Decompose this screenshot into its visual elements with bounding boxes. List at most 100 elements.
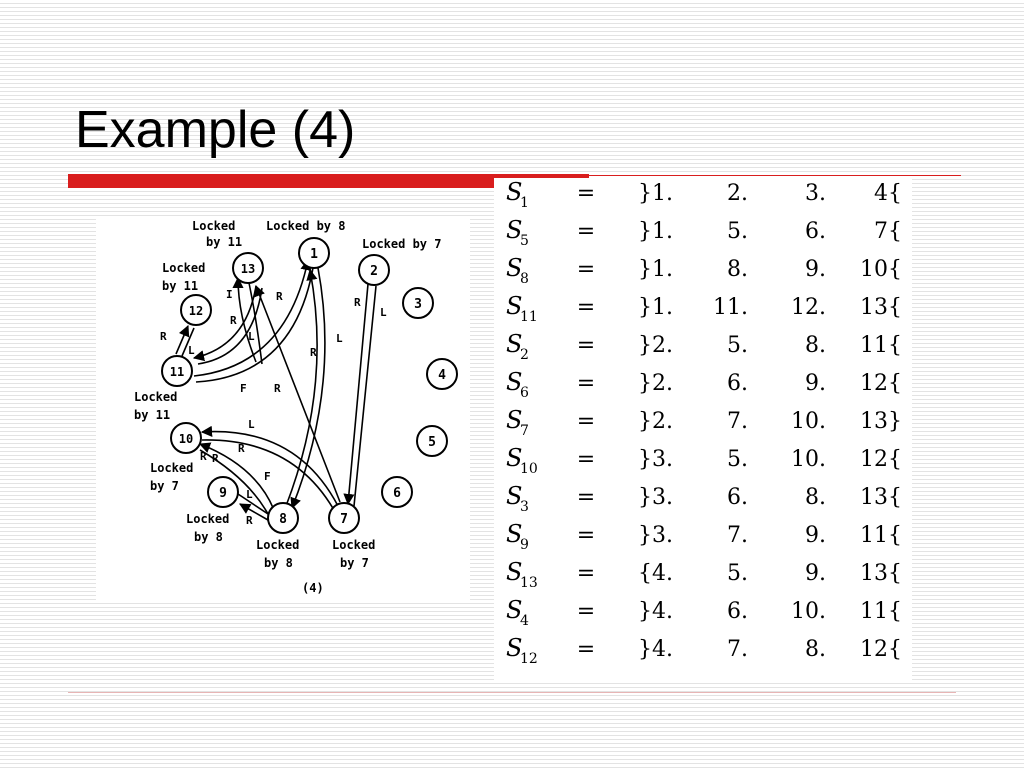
equals-sign: = bbox=[577, 637, 595, 662]
set-element-4: 13{ bbox=[860, 561, 902, 586]
set-element-1: }2. bbox=[638, 371, 673, 396]
set-element-1: }4. bbox=[638, 599, 673, 624]
set-element-2: 7. bbox=[727, 637, 748, 662]
set-element-2: 6. bbox=[727, 371, 748, 396]
set-symbol: S bbox=[506, 596, 522, 624]
set-row: S8=}1.8.9.10{ bbox=[506, 254, 902, 287]
node-4: 4 bbox=[426, 358, 458, 390]
svg-text:13: 13 bbox=[241, 262, 255, 276]
set-element-1: }1. bbox=[638, 295, 673, 320]
set-element-3: 6. bbox=[805, 219, 826, 244]
set-element-2: 8. bbox=[727, 257, 748, 282]
set-element-4: 13{ bbox=[860, 485, 902, 510]
label-locked-by-8-left-b: by 8 bbox=[194, 530, 223, 544]
edge-letter: L bbox=[336, 332, 343, 345]
set-row: S11 = }1. 11. 12. 13{ bbox=[506, 292, 902, 325]
set-element-2: 7. bbox=[727, 409, 748, 434]
edge-13-7 bbox=[254, 284, 341, 503]
set-element-1: }1. bbox=[638, 257, 673, 282]
node-12: 12 bbox=[180, 294, 212, 326]
label-locked-by-7-left-b: by 7 bbox=[150, 479, 179, 493]
set-subscript: 11 bbox=[520, 309, 538, 325]
set-row: S3=}3.6.8.13{ bbox=[506, 482, 902, 515]
svg-text:2: 2 bbox=[370, 264, 378, 279]
edge-8-9-b bbox=[237, 493, 269, 515]
edge-letter: R bbox=[200, 450, 207, 463]
edge-letters: I R R L R R L R L R L F R L R R F L R bbox=[160, 288, 387, 527]
set-element-1: }3. bbox=[638, 523, 673, 548]
node-11: 11 bbox=[161, 355, 193, 387]
set-element-3: 8. bbox=[805, 485, 826, 510]
svg-text:8: 8 bbox=[279, 512, 287, 527]
set-element-4: 13} bbox=[860, 409, 902, 434]
set-element-3: 10. bbox=[791, 599, 826, 624]
set-symbol: S bbox=[506, 292, 522, 320]
set-symbol: S bbox=[506, 254, 522, 282]
set-subscript: 1 bbox=[520, 195, 529, 211]
set-element-3: 12. bbox=[791, 295, 826, 320]
set-symbol: S bbox=[506, 444, 522, 472]
edge-letter: L bbox=[380, 306, 387, 319]
edge-letter: F bbox=[240, 382, 247, 395]
label-locked-by-11-mid-a: Locked bbox=[162, 261, 205, 275]
set-element-2: 5. bbox=[727, 447, 748, 472]
edge-letter: R bbox=[246, 514, 253, 527]
label-locked-by-8-top: Locked by 8 bbox=[266, 219, 345, 233]
edge-letter: R bbox=[230, 314, 237, 327]
graph-edges bbox=[175, 258, 377, 521]
lock-graph-figure: 1 2 3 4 5 6 7 8 9 10 11 12 13 Locked by … bbox=[96, 216, 470, 602]
equals-sign: = bbox=[577, 257, 595, 282]
set-element-1: }2. bbox=[638, 333, 673, 358]
equals-sign: = bbox=[577, 295, 595, 320]
edge-11-13-b bbox=[247, 277, 263, 365]
set-element-2: 6. bbox=[727, 599, 748, 624]
edge-10-8-a bbox=[198, 442, 275, 511]
set-subscript: 13 bbox=[520, 575, 538, 591]
title-underline-thin bbox=[589, 175, 961, 176]
set-element-2: 7. bbox=[727, 523, 748, 548]
label-locked-by-11-mid-b: by 11 bbox=[162, 279, 198, 293]
node-3: 3 bbox=[402, 287, 434, 319]
set-element-3: 10. bbox=[791, 409, 826, 434]
set-subscript: 7 bbox=[520, 423, 529, 439]
edge-letter: R bbox=[212, 452, 219, 465]
equals-sign: = bbox=[577, 485, 595, 510]
edge-11-12-b bbox=[181, 327, 195, 357]
label-locked-by-7-bottom-a: Locked bbox=[332, 538, 375, 552]
set-element-2: 2. bbox=[727, 181, 748, 206]
edge-2-7-b bbox=[353, 285, 377, 507]
edge-letter: F bbox=[264, 470, 271, 483]
set-element-4: 7{ bbox=[874, 219, 902, 244]
node-6: 6 bbox=[381, 476, 413, 508]
edge-10-8-b bbox=[199, 449, 269, 515]
label-locked-by-7-bottom-b: by 7 bbox=[340, 556, 369, 570]
label-locked-by-8-bottom-a: Locked bbox=[256, 538, 299, 552]
set-symbol: S bbox=[506, 520, 522, 548]
equals-sign: = bbox=[577, 523, 595, 548]
set-element-1: }2. bbox=[638, 409, 673, 434]
set-element-3: 3. bbox=[805, 181, 826, 206]
set-element-4: 11{ bbox=[860, 333, 902, 358]
edge-letter: L bbox=[248, 418, 255, 431]
svg-text:7: 7 bbox=[340, 512, 348, 527]
edge-11-1-b bbox=[195, 261, 315, 383]
set-element-4: 12{ bbox=[860, 447, 902, 472]
set-subscript: 8 bbox=[520, 271, 529, 287]
set-element-3: 9. bbox=[805, 371, 826, 396]
svg-text:4: 4 bbox=[438, 368, 446, 383]
set-element-1: }3. bbox=[638, 485, 673, 510]
set-element-4: 10{ bbox=[860, 257, 902, 282]
edge-letter: L bbox=[246, 488, 253, 501]
equals-sign: = bbox=[577, 219, 595, 244]
edge-13-11-d bbox=[197, 287, 263, 365]
set-symbol: S bbox=[506, 330, 522, 358]
edge-letter: R bbox=[238, 442, 245, 455]
set-element-3: 10. bbox=[791, 447, 826, 472]
set-element-2: 11. bbox=[713, 295, 748, 320]
svg-text:10: 10 bbox=[179, 432, 193, 446]
edge-11-1-a bbox=[193, 258, 312, 377]
set-row: S1=}1.2.3.4{ bbox=[506, 178, 902, 211]
set-element-4: 13{ bbox=[860, 295, 902, 320]
node-2: 2 bbox=[358, 254, 390, 286]
equals-sign: = bbox=[577, 599, 595, 624]
